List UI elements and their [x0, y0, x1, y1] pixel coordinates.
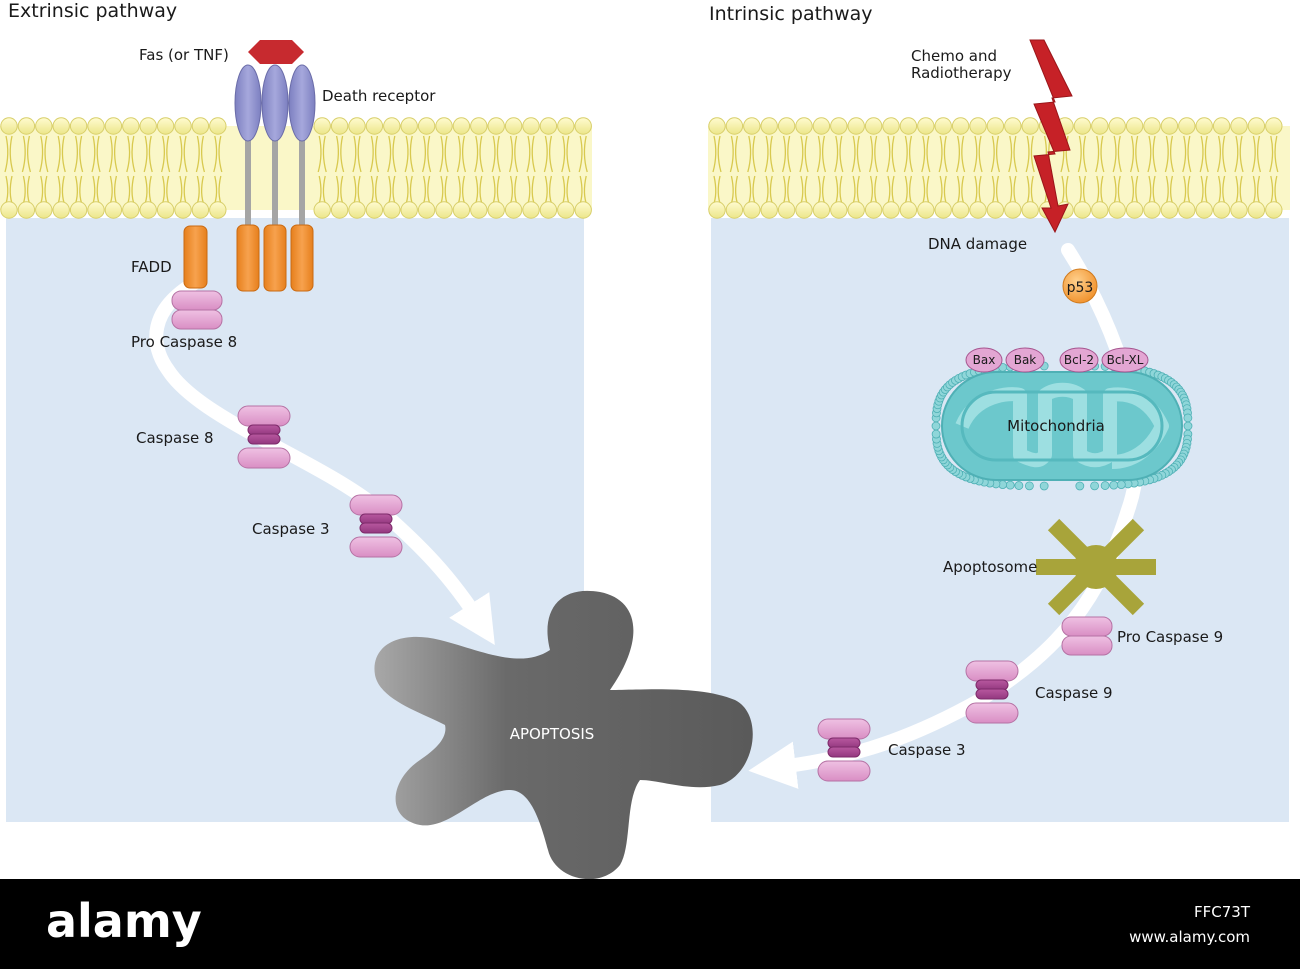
- watermark-brand: alamy: [46, 894, 202, 948]
- death-receptor-icon: [234, 64, 316, 292]
- protein-bax: Bax: [965, 347, 1003, 373]
- trigger-label-1: Chemo and: [911, 47, 997, 65]
- caspase-9-icon: [965, 660, 1019, 724]
- caspase-8-icon: [237, 405, 291, 469]
- caspase-9-label: Caspase 9: [1035, 684, 1113, 702]
- apoptotic-cell-icon: [374, 590, 753, 880]
- apoptosome-label: Apoptosome: [943, 558, 1037, 576]
- p53-label: p53: [1067, 280, 1094, 296]
- watermark-image-id: FFC73T: [1194, 903, 1251, 921]
- caspase-3-extrinsic-label: Caspase 3: [252, 520, 330, 538]
- extrinsic-title: Extrinsic pathway: [8, 0, 177, 22]
- caspase-3-intrinsic-icon: [817, 718, 871, 782]
- caspase-8-label: Caspase 8: [136, 429, 214, 447]
- receptor-label: Death receptor: [322, 87, 436, 105]
- watermark-bar: [0, 879, 1300, 969]
- protein-bcl-xl: Bcl-XL: [1101, 347, 1149, 373]
- mitochondria-label: Mitochondria: [1007, 417, 1105, 435]
- fadd-icon: [183, 225, 208, 289]
- protein-bak: Bak: [1005, 347, 1045, 373]
- watermark-site: www.alamy.com: [1129, 928, 1250, 946]
- apoptosis-label: APOPTOSIS: [510, 725, 595, 743]
- pro-caspase-9-icon: [1061, 616, 1113, 656]
- lightning-bolt-icon: [1029, 39, 1073, 234]
- caspase-3-intrinsic-label: Caspase 3: [888, 741, 966, 759]
- intrinsic-cell-membrane: [708, 117, 1290, 219]
- mitochondria-icon: [931, 361, 1193, 491]
- pro-caspase-8-label: Pro Caspase 8: [131, 333, 237, 351]
- p53-icon: [1062, 268, 1098, 304]
- protein-label: Bcl-2: [1064, 353, 1094, 367]
- intrinsic-cytoplasm: [711, 218, 1289, 822]
- protein-label: Bax: [973, 353, 996, 367]
- trigger-label-2: Radiotherapy: [911, 64, 1012, 82]
- apoptosome-icon: [1036, 518, 1156, 616]
- pro-caspase-8-icon: [171, 290, 223, 330]
- protein-bcl-2: Bcl-2: [1059, 347, 1099, 373]
- dna-damage-label: DNA damage: [928, 235, 1027, 253]
- protein-label: Bak: [1014, 353, 1037, 367]
- intrinsic-title: Intrinsic pathway: [709, 3, 873, 25]
- extrinsic-cell-membrane: [0, 117, 592, 219]
- caspase-3-extrinsic-icon: [349, 494, 403, 558]
- fadd-label: FADD: [131, 258, 172, 276]
- ligand-label: Fas (or TNF): [139, 46, 229, 64]
- protein-label: Bcl-XL: [1107, 353, 1144, 367]
- fas-ligand-icon: [248, 40, 304, 64]
- pro-caspase-9-label: Pro Caspase 9: [1117, 628, 1223, 646]
